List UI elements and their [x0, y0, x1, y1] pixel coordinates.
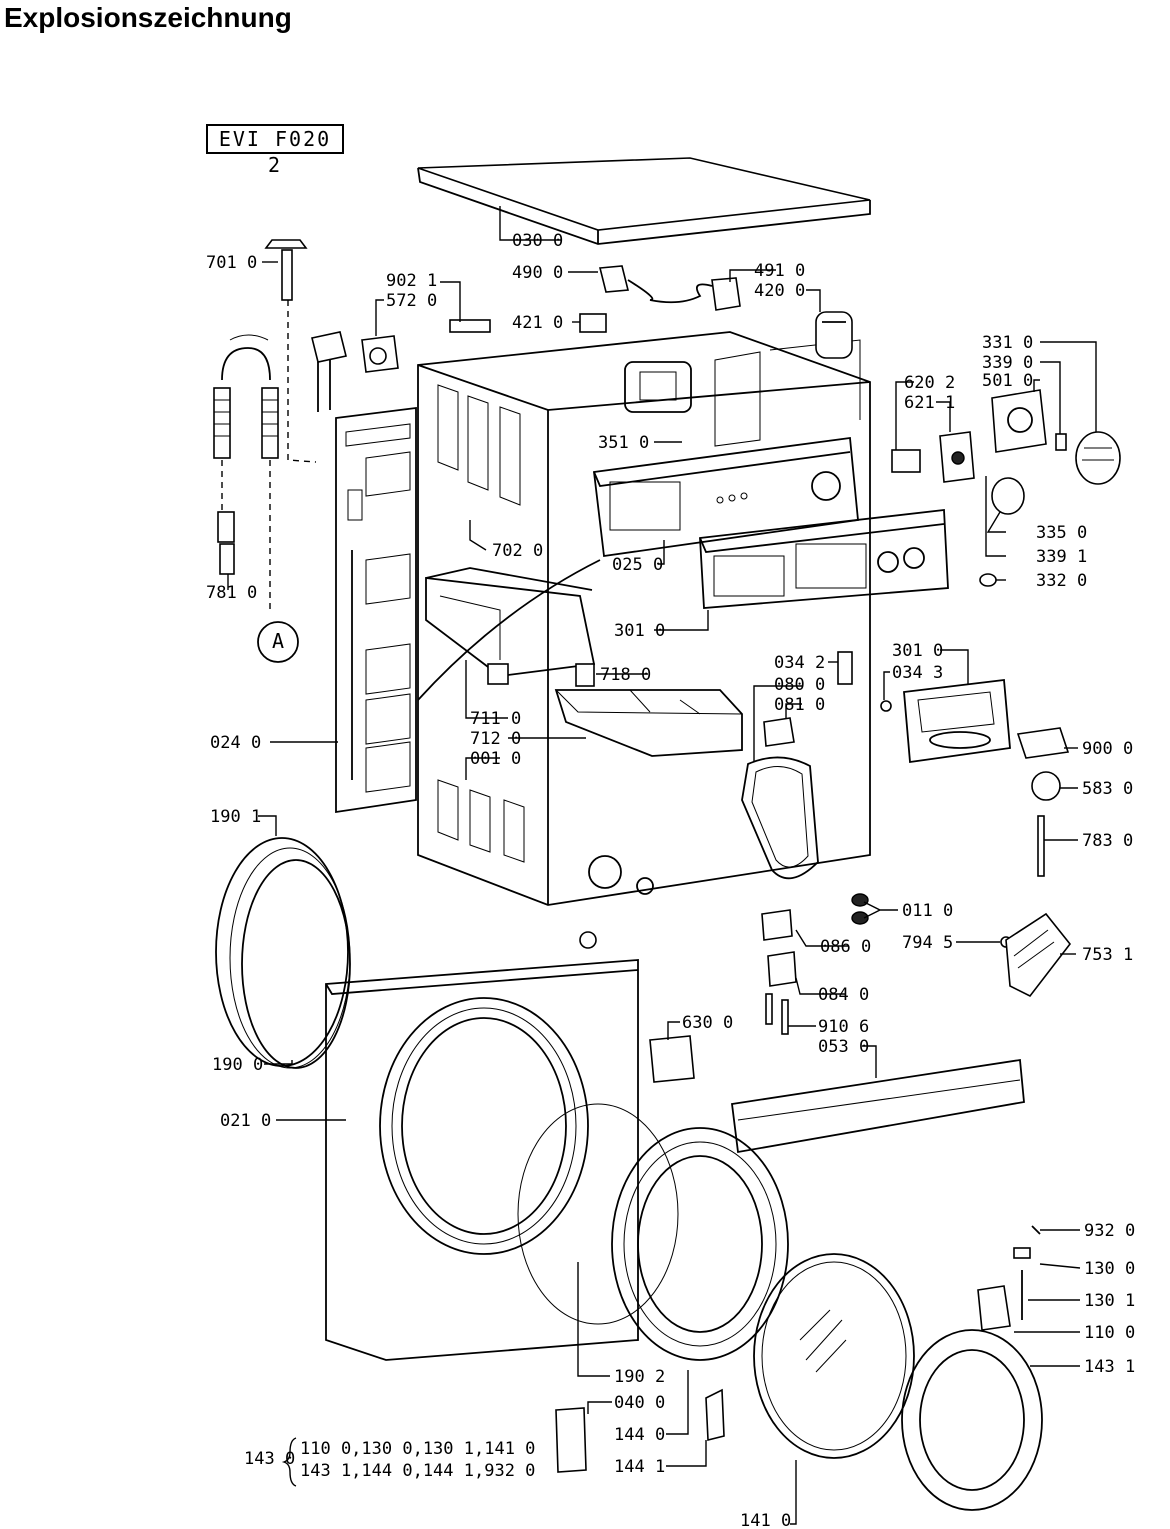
label-001-0: 001 0 [470, 749, 521, 769]
label-040-0: 040 0 [614, 1393, 665, 1413]
kit-note-line2: 143 1,144 0,144 1,932 0 [300, 1461, 535, 1481]
label-335-0: 335 0 [1036, 523, 1087, 543]
label-081-0: 081 0 [774, 695, 825, 715]
label-332-0: 332 0 [1036, 571, 1087, 591]
label-301-0-b: 301 0 [892, 641, 943, 661]
part-capacitor [815, 311, 853, 359]
label-572-0: 572 0 [386, 291, 437, 311]
label-583-0: 583 0 [1082, 779, 1133, 799]
label-753-1: 753 1 [1082, 945, 1133, 965]
label-910-6: 910 6 [818, 1017, 869, 1037]
label-339-0: 339 0 [982, 353, 1033, 373]
part-inlet-valve [311, 319, 491, 412]
label-711-0: 711 0 [470, 709, 521, 729]
part-feet [579, 893, 1012, 987]
label-351-0: 351 0 [598, 433, 649, 453]
part-plinth [730, 1058, 1025, 1154]
kit-note-label: 143 0 [244, 1449, 295, 1469]
label-702-0: 702 0 [492, 541, 543, 561]
part-door-frame [901, 1329, 1043, 1511]
label-301-0-a: 301 0 [614, 621, 665, 641]
label-501-0: 501 0 [982, 371, 1033, 391]
label-030-0: 030 0 [512, 231, 563, 251]
label-011-0: 011 0 [902, 901, 953, 921]
marker-a: A [257, 621, 299, 663]
part-cabinet-body [417, 331, 871, 906]
label-794-5: 794 5 [902, 933, 953, 953]
part-supply-cable [579, 265, 741, 333]
label-190-1: 190 1 [210, 807, 261, 827]
label-143-1: 143 1 [1084, 1357, 1135, 1377]
part-labels: 030 0 701 0 490 0 902 1 572 0 491 0 420 … [206, 231, 1135, 1529]
label-331-0: 331 0 [982, 333, 1033, 353]
part-door-handle-panel [903, 678, 1011, 764]
part-switches [891, 431, 975, 483]
label-491-0: 491 0 [754, 261, 805, 281]
part-door-hinge-parts [763, 651, 892, 747]
label-701-0: 701 0 [206, 253, 257, 273]
label-339-1: 339 1 [1036, 547, 1087, 567]
part-detergent-drawer [554, 689, 743, 757]
part-top-lid [417, 157, 871, 245]
label-900-0: 900 0 [1082, 739, 1133, 759]
part-porthole-ring [517, 1103, 789, 1361]
label-630-0: 630 0 [682, 1013, 733, 1033]
label-130-0: 130 0 [1084, 1259, 1135, 1279]
label-144-1: 144 1 [614, 1457, 665, 1477]
label-080-0: 080 0 [774, 675, 825, 695]
label-086-0: 086 0 [820, 937, 871, 957]
part-door-lock [1016, 727, 1070, 877]
part-water-inlet-tap [264, 239, 317, 463]
leader-lines [227, 206, 1097, 1525]
label-781-0: 781 0 [206, 583, 257, 603]
label-932-0: 932 0 [1084, 1221, 1135, 1241]
part-drain-pump [1005, 912, 1072, 998]
part-detergent-dispenser [425, 567, 596, 687]
label-620-2: 620 2 [904, 373, 955, 393]
part-front-outer-ring [215, 837, 351, 1069]
kit-note: 143 0 110 0,130 0,130 1,141 0 143 1,144 … [244, 1437, 535, 1487]
label-021-0: 021 0 [220, 1111, 271, 1131]
label-420-0: 420 0 [754, 281, 805, 301]
label-130-1: 130 1 [1084, 1291, 1135, 1311]
label-141-0: 141 0 [740, 1511, 791, 1529]
page-title: Explosionszeichnung [4, 2, 292, 33]
part-door-glass [753, 1253, 915, 1459]
label-110-0: 110 0 [1084, 1323, 1135, 1343]
label-712-0: 712 0 [470, 729, 521, 749]
label-024-0: 024 0 [210, 733, 261, 753]
label-490-0: 490 0 [512, 263, 563, 283]
label-084-0: 084 0 [818, 985, 869, 1005]
part-small-parts-door [555, 993, 1041, 1473]
label-421-0: 421 0 [512, 313, 563, 333]
kit-note-line1: 110 0,130 0,130 1,141 0 [300, 1439, 535, 1459]
label-025-0: 025 0 [612, 555, 663, 575]
label-902-1: 902 1 [386, 271, 437, 291]
part-front-panel [699, 508, 949, 609]
label-144-0: 144 0 [614, 1425, 665, 1445]
label-034-2: 034 2 [774, 653, 825, 673]
part-back-panel [335, 406, 417, 814]
model-code-box: EVI F020 2 [206, 124, 344, 177]
label-190-2: 190 2 [614, 1367, 665, 1387]
label-190-0: 190 0 [212, 1055, 263, 1075]
part-tub-gasket [741, 756, 819, 880]
label-053-0: 053 0 [818, 1037, 869, 1057]
label-621-1: 621 1 [904, 393, 955, 413]
part-inlet-hose [213, 334, 279, 612]
marker-a-text: A [272, 629, 284, 653]
label-718-0: 718 0 [600, 665, 651, 685]
part-front-panel-plate [325, 959, 639, 1361]
part-timer-knob-assembly [979, 389, 1121, 587]
label-783-0: 783 0 [1082, 831, 1133, 851]
label-034-3: 034 3 [892, 663, 943, 683]
